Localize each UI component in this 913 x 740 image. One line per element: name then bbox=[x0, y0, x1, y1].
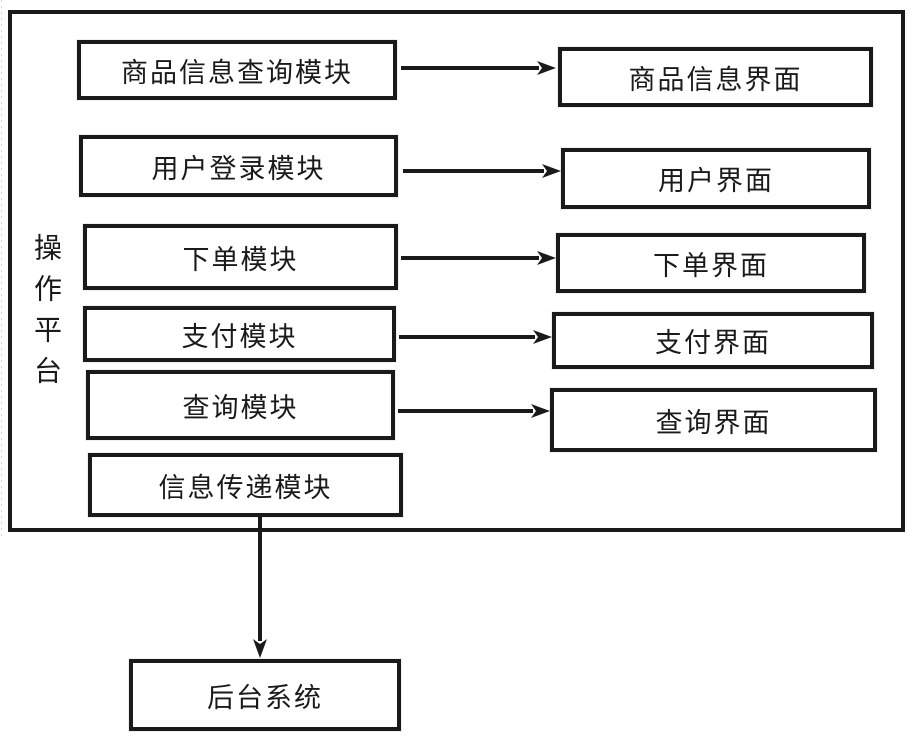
interface-label: 商品信息界面 bbox=[628, 64, 803, 95]
module-label: 商品信息查询模块 bbox=[121, 57, 353, 88]
module-label: 下单模块 bbox=[182, 244, 299, 275]
interface-box-user: 用户界面 bbox=[561, 148, 871, 209]
operation-platform-label: 操作平台 bbox=[30, 233, 61, 397]
module-label: 查询模块 bbox=[182, 392, 299, 423]
module-box-payment: 支付模块 bbox=[83, 306, 396, 362]
module-label: 用户登录模块 bbox=[151, 153, 326, 184]
interface-label: 用户界面 bbox=[658, 166, 774, 196]
module-label: 信息传递模块 bbox=[158, 472, 333, 503]
interface-label: 支付界面 bbox=[655, 328, 771, 358]
operation-platform-container bbox=[8, 10, 905, 532]
module-box-info-transfer: 信息传递模块 bbox=[88, 453, 403, 517]
module-box-query: 查询模块 bbox=[86, 370, 395, 440]
interface-box-payment: 支付界面 bbox=[552, 312, 874, 369]
arrow-to-backend bbox=[253, 517, 267, 658]
interface-label: 查询界面 bbox=[655, 407, 772, 438]
interface-label: 下单界面 bbox=[653, 250, 769, 281]
module-box-product-info-query: 商品信息查询模块 bbox=[77, 40, 397, 100]
backend-system-box: 后台系统 bbox=[129, 659, 401, 731]
interface-box-product-info: 商品信息界面 bbox=[558, 47, 873, 107]
interface-box-order: 下单界面 bbox=[556, 233, 866, 293]
module-box-user-login: 用户登录模块 bbox=[79, 135, 398, 197]
module-box-order: 下单模块 bbox=[83, 224, 398, 290]
backend-system-label: 后台系统 bbox=[207, 682, 323, 713]
interface-box-query: 查询界面 bbox=[550, 388, 877, 452]
module-label: 支付模块 bbox=[181, 321, 298, 352]
